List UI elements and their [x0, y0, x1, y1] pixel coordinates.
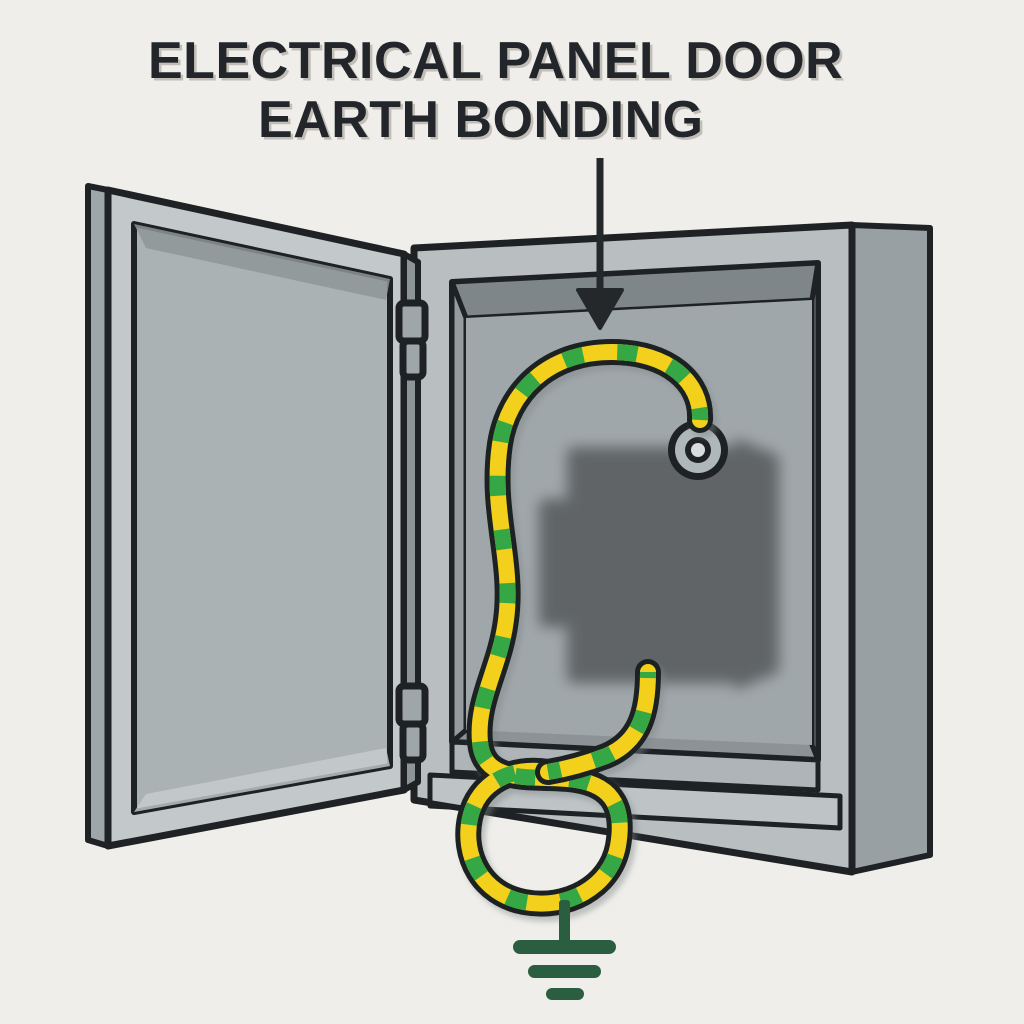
callout-arrow-head [576, 288, 624, 330]
door-hinge-stile [401, 251, 421, 793]
bond-lug-screw-head [691, 443, 705, 457]
earth-bonding-lug[interactable] [668, 420, 728, 480]
hinge-lower[interactable] [395, 682, 429, 764]
terminal-screw-head [655, 634, 669, 648]
enclosure-bottom-lip-inner [449, 739, 821, 793]
title-line-2: EARTH BONDING [258, 91, 704, 149]
callout-arrow [576, 158, 624, 330]
hinge-upper[interactable] [395, 299, 429, 381]
enclosure-inner-right-bevel [809, 260, 821, 763]
circuit-breaker-assembly [525, 429, 765, 679]
ground-symbol-stem [559, 900, 570, 946]
hinge-lower-knuckle-1 [395, 682, 429, 728]
cable-branch-green [546, 671, 656, 780]
terminal-screw-head [615, 634, 629, 648]
breaker-toggle-face [636, 522, 662, 546]
enclosure-inner-left-bevel [449, 279, 469, 745]
enclosure-right-side [849, 222, 933, 875]
ground-symbol-bar-3 [546, 988, 584, 1000]
earth-bonding-cable [455, 338, 714, 917]
ground-symbol-bar-2 [528, 965, 601, 978]
hinge-lower-knuckle-2 [399, 720, 427, 764]
earth-ground-symbol [513, 900, 616, 1000]
title-line-1: ELECTRICAL PANEL DOOR [148, 32, 843, 90]
breaker-toggle-group [525, 513, 716, 575]
hinge-upper-knuckle-1 [395, 299, 429, 345]
door-inner-bottom-bevel [134, 748, 390, 812]
terminal-screw-group [569, 628, 715, 654]
door-inner-face [131, 221, 393, 815]
title-block: ELECTRICAL PANEL DOOR EARTH BONDING [148, 32, 843, 149]
breaker-toggle-face [588, 522, 614, 546]
cable-yellow-core [460, 343, 709, 912]
breaker-toggle-face [540, 522, 566, 546]
hinge-upper-knuckle-2 [399, 337, 427, 381]
terminal-screw-head [575, 634, 589, 648]
enclosure-bottom-edge [413, 797, 853, 875]
panel-door[interactable] [85, 183, 421, 850]
door-inner-top-bevel [134, 224, 390, 300]
breaker-toggle-face [684, 522, 710, 546]
ground-symbol-bar-1 [513, 940, 616, 954]
terminal-screw-head [695, 634, 709, 648]
